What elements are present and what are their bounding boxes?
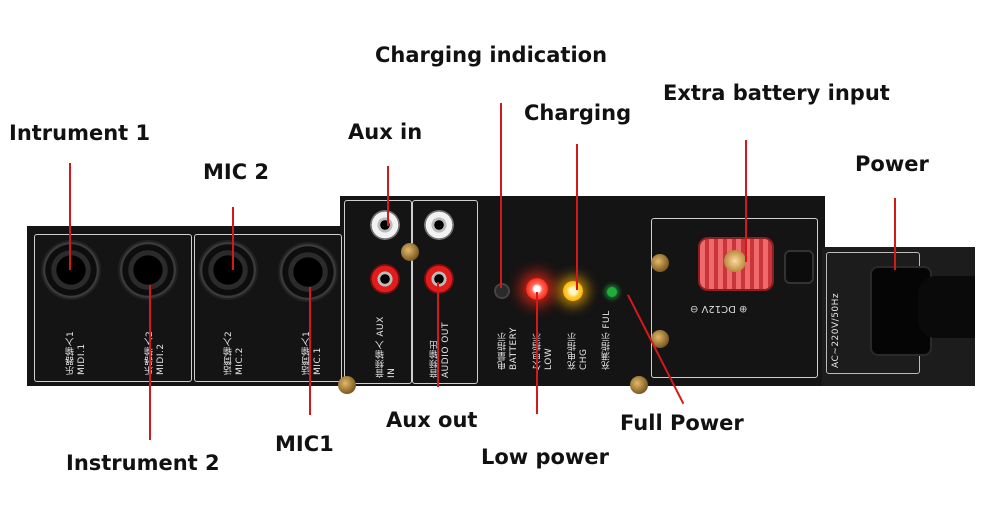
power-cable	[918, 276, 975, 338]
audio-out-print: 音频输出 AUDIO OUT	[430, 322, 451, 378]
low-power-led	[526, 278, 548, 300]
full-power-led	[607, 287, 617, 297]
aux-out-red-socket[interactable]	[424, 264, 454, 294]
battery-terminal-box	[651, 218, 818, 378]
callout-intrument-1: Intrument 1	[9, 121, 151, 145]
battery-print: 电量指示 BATTERY	[498, 327, 519, 370]
instrument-1-jack[interactable]	[41, 240, 101, 300]
callout-low-power: Low power	[481, 445, 609, 469]
instrument-group-box	[34, 234, 192, 382]
leader-line-instrument-1	[69, 163, 71, 270]
midi2-print: 乐器输入2 MIDI.2	[145, 331, 166, 375]
leader-line-power	[894, 198, 896, 270]
panel-screw	[338, 376, 356, 394]
panel-screw	[401, 243, 419, 261]
aux-out-white-socket[interactable]	[424, 210, 454, 240]
callout-power: Power	[855, 152, 929, 176]
callout-full-power: Full Power	[620, 411, 744, 435]
leader-line-mic1	[309, 287, 311, 415]
mic-2-jack[interactable]	[198, 240, 258, 300]
callout-charging: Charging	[524, 101, 632, 125]
mic1-print: 话筒输入1 MIC.1	[302, 330, 323, 375]
panel-screw	[630, 376, 648, 394]
ac-print: AC~220V/50Hz	[831, 292, 841, 368]
mic-group-box	[194, 234, 342, 382]
callout-aux-in: Aux in	[348, 120, 423, 144]
aux-in-white-socket[interactable]	[370, 210, 400, 240]
leader-line-low-power	[536, 292, 538, 414]
battery-post-black[interactable]	[784, 250, 814, 284]
leader-line-aux-out	[437, 282, 439, 387]
battery-post-center	[724, 250, 746, 272]
charging-led	[563, 281, 583, 301]
low-print: 欠电指示 LOW	[533, 332, 554, 370]
callout-charging-indication: Charging indication	[375, 43, 608, 67]
leader-line-extra-battery	[745, 140, 747, 262]
aux-in-red-socket[interactable]	[370, 264, 400, 294]
mic2-print: 话筒输入2 MIC.2	[224, 330, 245, 375]
battery-indicator-led	[496, 285, 508, 297]
callout-instrument-2: Instrument 2	[66, 451, 220, 475]
leader-line-charging	[576, 144, 578, 290]
callout-aux-out: Aux out	[386, 408, 478, 432]
aux-in-box	[344, 200, 412, 384]
chg-print: 充电指示 CHG	[568, 332, 589, 370]
callout-mic-2: MIC 2	[203, 160, 270, 184]
callout-mic1: MIC1	[275, 432, 334, 456]
mic-1-jack[interactable]	[278, 242, 338, 302]
panel-screw	[651, 330, 669, 348]
aux-out-box	[412, 200, 478, 384]
instrument-2-jack[interactable]	[118, 240, 178, 300]
midi1-print: 乐器输入1 MIDI.1	[66, 330, 87, 375]
callout-extra-battery-input: Extra battery input	[663, 81, 890, 105]
leader-line-mic-2	[232, 207, 234, 270]
ful-print: 充满指示 FUL	[602, 310, 612, 370]
leader-line-charging-indication	[500, 103, 502, 288]
leader-line-aux-in	[387, 166, 389, 226]
leader-line-instrument-2	[149, 285, 151, 440]
aux-in-print: 音频输入 AUX IN	[376, 316, 397, 378]
dc-print: ⊕ DC12V ⊖	[690, 303, 748, 314]
panel-screw	[651, 254, 669, 272]
